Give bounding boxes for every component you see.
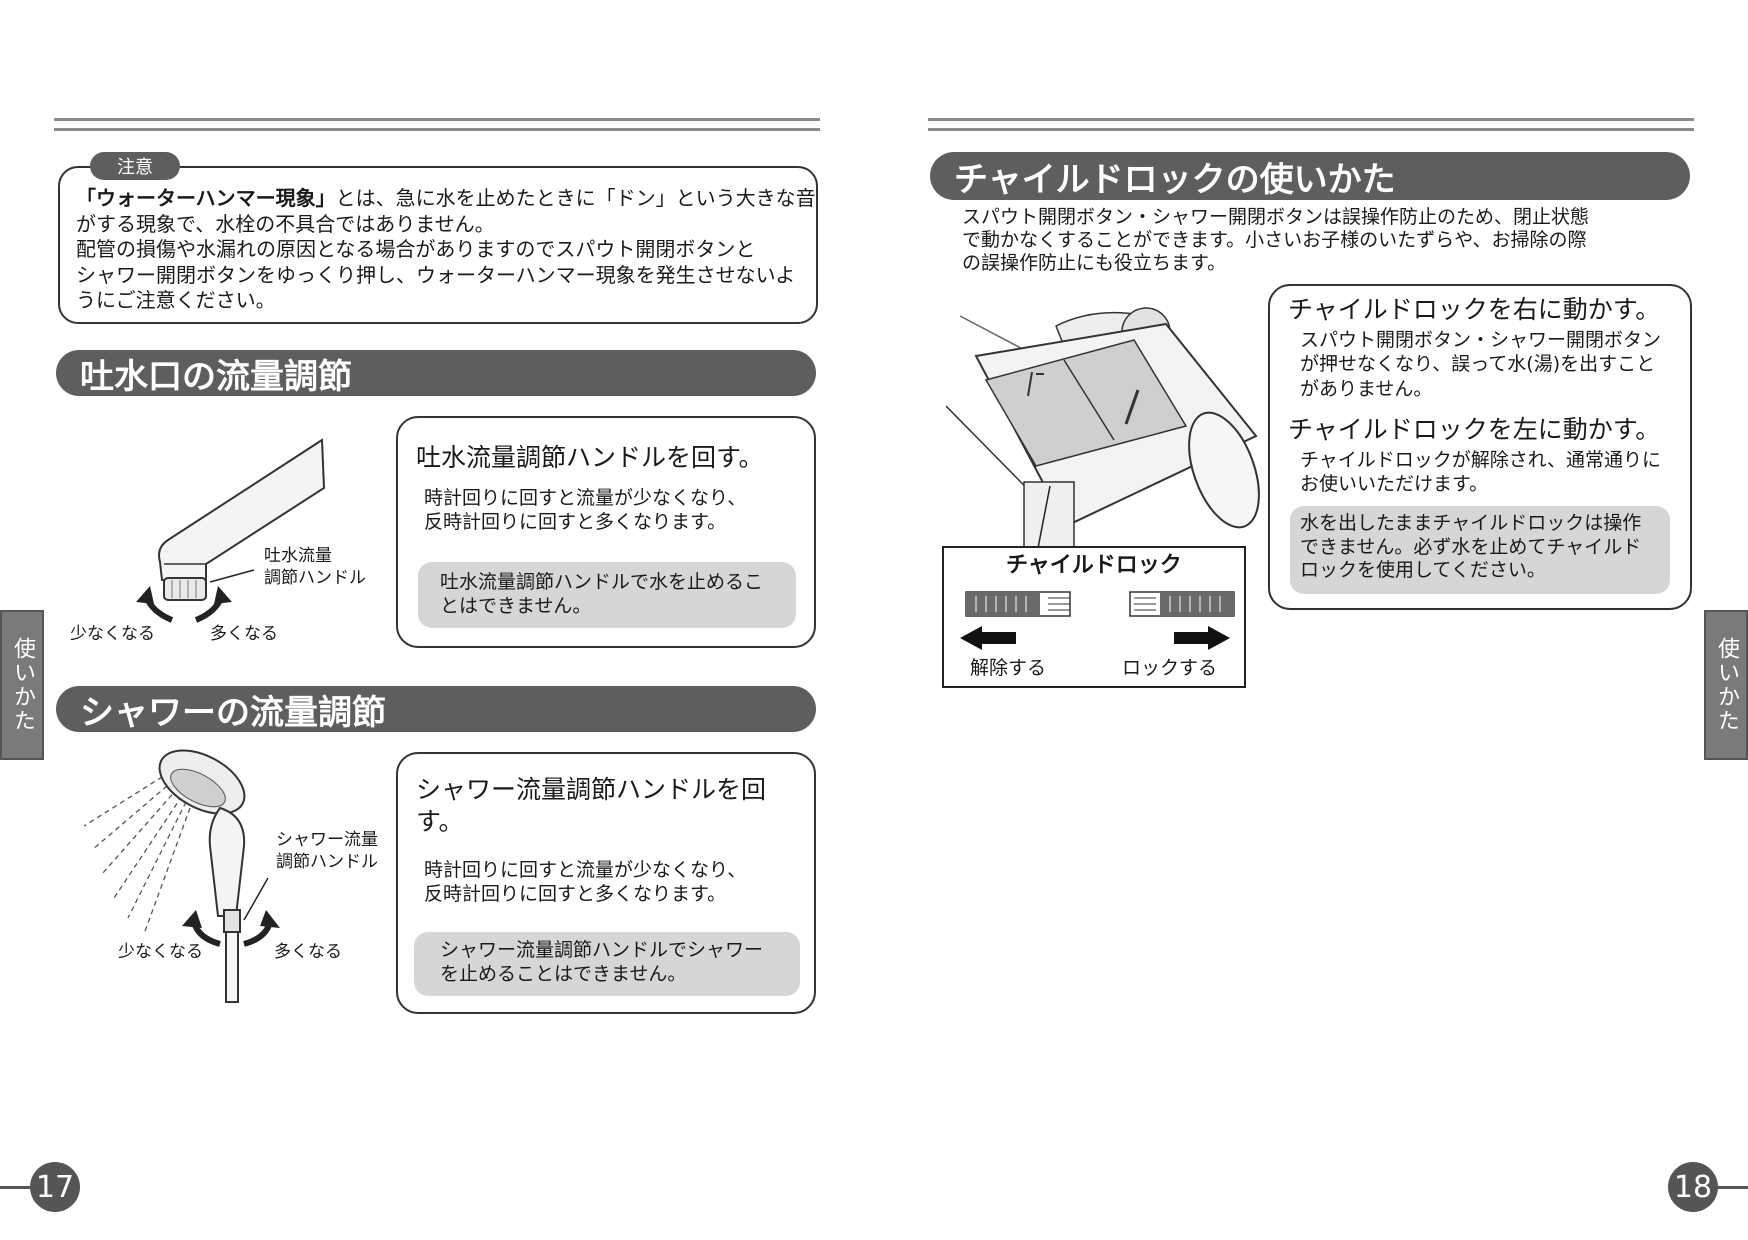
lock-right-body-3: がありません。 (1300, 377, 1433, 400)
faucet-body-illustration (946, 307, 1260, 553)
spout-more-label: 多くなる (210, 624, 278, 644)
shower-heading-2: す。 (416, 807, 464, 836)
child-lock-note-1: 水を出したままチャイルドロックは操作 (1300, 512, 1642, 534)
child-lock-intro: スパウト開閉ボタン・シャワー開閉ボタンは誤操作防止のため、閉止状態 で動かなくす… (962, 206, 1589, 276)
shower-note (414, 932, 800, 996)
page-number-line-right (1718, 1186, 1748, 1189)
shower-note-text: シャワー流量調節ハンドルでシャワー を止めることはできません。 (440, 938, 763, 987)
spout-instruction-heading: 吐水流量調節ハンドルを回す。 (416, 443, 764, 472)
child-lock-note (1290, 506, 1670, 594)
shower-section-title: シャワーの流量調節 (56, 686, 816, 733)
lock-right-body-2: が押せなくなり、誤って水(湯)を出すこと (1300, 353, 1656, 376)
child-lock-inset (942, 546, 1246, 688)
shower-heading-1: シャワー流量調節ハンドルを回 (416, 775, 767, 804)
lock-left-body-1: チャイルドロックが解除され、通常通りに (1300, 449, 1662, 471)
caution-badge: 注意 (90, 152, 180, 180)
spout-note-1: 吐水流量調節ハンドルで水を止めるこ (440, 571, 764, 593)
shower-body-1: 時計回りに回すと流量が少なくなり、 (424, 859, 747, 881)
side-tab-left: 使いかた (0, 610, 44, 760)
spout-body-2: 反時計回りに回すと多くなります。 (424, 511, 727, 534)
shower-handle-label-1: シャワー流量 (276, 830, 378, 850)
spout-handle-label-1: 吐水流量 (264, 546, 332, 566)
spout-instruction-body: 時計回りに回すと流量が少なくなり、 反時計回りに回すと多くなります。 (424, 486, 746, 535)
caution-line1: とは、急に水を止めたときに「ドン」という大きな音 (335, 186, 816, 210)
shower-more-label: 多くなる (274, 942, 342, 962)
spout-section-title: 吐水口の流量調節 (56, 350, 816, 397)
caution-text: 「ウォーターハンマー現象」とは、急に水を止めたときに「ドン」という大きな音 がす… (76, 186, 816, 314)
lock-right-heading: チャイルドロックを右に動かす。 (1288, 295, 1661, 324)
page-number-left: 17 (30, 1162, 80, 1212)
caution-line2: がする現象で、水栓の不具合ではありません。 (76, 211, 495, 236)
shower-instruction-heading: シャワー流量調節ハンドルを回 す。 (416, 774, 766, 838)
child-lock-section-title: チャイルドロックの使いかた (930, 152, 1690, 200)
child-lock-note-2: できません。必ず水を止めてチャイルド (1300, 535, 1642, 558)
lock-left-body-2: お使いいただけます。 (1300, 473, 1489, 496)
release-label: 解除する (970, 657, 1047, 679)
spout-body-1: 時計回りに回すと流量が少なくなり、 (424, 487, 747, 509)
intro-line-2: で動かなくすることができます。小さいお子様のいたずらや、お掃除の際 (962, 229, 1587, 252)
spout-less-label: 少なくなる (70, 624, 155, 644)
shower-less-label: 少なくなる (118, 942, 203, 962)
side-tab-right: 使いかた (1704, 610, 1748, 760)
intro-line-1: スパウト開閉ボタン・シャワー開閉ボタンは誤操作防止のため、閉止状態 (962, 206, 1590, 228)
top-rule-right-1 (928, 118, 1694, 121)
lock-slider-diagram (960, 591, 1235, 650)
caution-line3: 配管の損傷や水漏れの原因となる場合がありますのでスパウト開閉ボタンと (76, 237, 756, 262)
caution-box (58, 166, 818, 324)
spout-note-2: とはできません。 (440, 595, 592, 618)
shower-instruction-body: 時計回りに回すと流量が少なくなり、 反時計回りに回すと多くなります。 (424, 858, 746, 907)
spout-handle-label-2: 調節ハンドル (264, 567, 366, 588)
caution-term: 「ウォーターハンマー現象」 (76, 186, 336, 210)
intro-line-3: の誤操作防止にも役立ちます。 (962, 252, 1227, 275)
spout-illustration (136, 438, 326, 623)
shower-handle-label-2: 調節ハンドル (276, 851, 378, 872)
shower-note-1: シャワー流量調節ハンドルでシャワー (440, 939, 764, 961)
shower-handle-label: シャワー流量 調節ハンドル (276, 830, 378, 874)
lock-left-heading: チャイルドロックを左に動かす。 (1288, 415, 1661, 444)
spout-note (418, 562, 796, 628)
child-lock-inset-title: チャイルドロック (1006, 553, 1182, 578)
child-lock-note-text: 水を出したままチャイルドロックは操作 できません。必ず水を止めてチャイルド ロッ… (1300, 512, 1641, 583)
lock-right-body-1: スパウト開閉ボタン・シャワー開閉ボタン (1300, 329, 1662, 351)
spout-handle-label: 吐水流量 調節ハンドル (264, 546, 366, 590)
shower-body-2: 反時計回りに回すと多くなります。 (424, 883, 727, 906)
caution-line4: シャワー開閉ボタンをゆっくり押し、ウォーターハンマー現象を発生させないよ (76, 262, 796, 287)
caution-line5: うにご注意ください。 (76, 288, 276, 313)
page-number-right: 18 (1668, 1162, 1718, 1212)
shower-note-2: を止めることはできません。 (440, 963, 687, 986)
shower-illustration (83, 749, 280, 1003)
top-rule-left-2 (54, 128, 820, 131)
lock-label: ロックする (1122, 657, 1218, 679)
spout-note-text: 吐水流量調節ハンドルで水を止めるこ とはできません。 (440, 570, 763, 619)
child-lock-note-3: ロックを使用してください。 (1300, 559, 1546, 582)
top-rule-left-1 (54, 118, 820, 121)
lock-right-body: スパウト開閉ボタン・シャワー開閉ボタン が押せなくなり、誤って水(湯)を出すこと… (1300, 328, 1661, 401)
lock-left-body: チャイルドロックが解除され、通常通りに お使いいただけます。 (1300, 448, 1661, 497)
top-rule-right-2 (928, 128, 1694, 131)
page-number-line-left (0, 1186, 30, 1189)
